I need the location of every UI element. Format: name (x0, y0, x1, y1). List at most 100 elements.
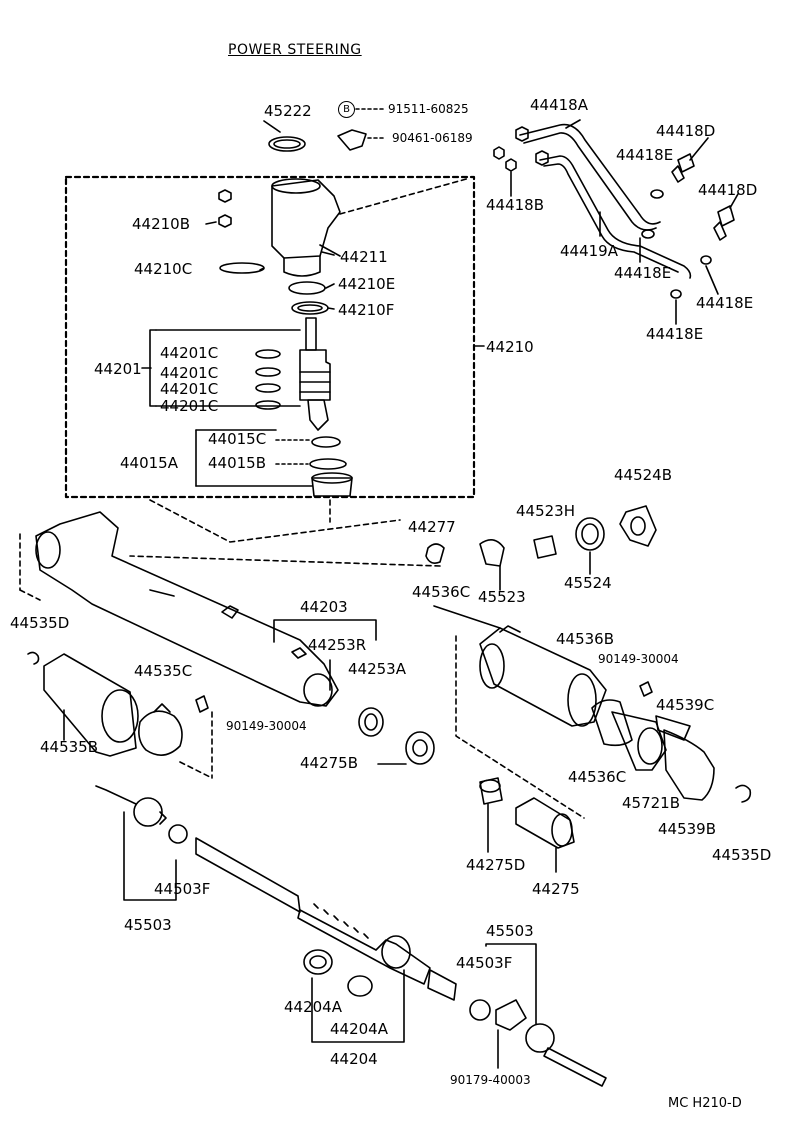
label-45503-left: 45503 (124, 916, 172, 934)
seal-ring-44201c-4 (255, 400, 281, 410)
bolt-marker: B (338, 101, 355, 118)
nut-44210b-1 (218, 189, 232, 203)
ring-44015b (309, 458, 347, 470)
seal-44204a-1 (303, 949, 333, 975)
label-90461-06189: 90461-06189 (392, 131, 473, 145)
cap-45524 (575, 517, 605, 551)
clip-90461 (337, 129, 367, 151)
label-44535b: 44535B (40, 738, 99, 756)
label-44536c-1: 44536C (412, 583, 471, 601)
valve-housing-44211 (271, 179, 341, 259)
label-44535d-1: 44535D (10, 614, 70, 632)
clamp-44535c (138, 710, 183, 756)
label-44275d: 44275D (466, 856, 526, 874)
nut-44418b-2 (505, 158, 517, 172)
label-45222: 45222 (264, 102, 312, 120)
label-44536b: 44536B (556, 630, 615, 648)
label-44210e: 44210E (338, 275, 396, 293)
label-45524: 45524 (564, 574, 612, 592)
nut-90179 (495, 999, 527, 1031)
boot-44535b (43, 653, 137, 757)
tie-rod-end-right (543, 1047, 607, 1087)
nut-44418b-1 (493, 146, 505, 160)
seal-44204a-2 (347, 975, 373, 997)
label-45503-right: 45503 (486, 922, 534, 940)
label-44201c-1: 44201C (160, 344, 219, 362)
boot-44275 (515, 797, 575, 849)
tube-44419a (539, 155, 692, 279)
label-44203: 44203 (300, 598, 348, 616)
bolt-90149-right (639, 681, 653, 697)
label-44418a: 44418A (530, 96, 588, 114)
gasket-44418e-3 (700, 255, 712, 265)
boot-44539b (663, 729, 715, 801)
cover-44524b (619, 505, 657, 547)
label-44204a-2: 44204A (330, 1020, 388, 1038)
label-44503f-right: 44503F (456, 954, 513, 972)
ring-45721b (637, 727, 663, 765)
label-44204a-1: 44204A (284, 998, 342, 1016)
label-90149-30004-left: 90149-30004 (226, 719, 307, 733)
label-44418b: 44418B (486, 196, 545, 214)
label-44418d-2: 44418D (698, 181, 758, 199)
seal-ring-44201c-2 (255, 367, 281, 377)
boot-clamp-44536c (591, 699, 633, 747)
gasket-44418e-4 (670, 289, 682, 299)
label-91511-60825: 91511-60825 (388, 102, 469, 116)
seal-45222 (268, 136, 306, 152)
label-90179-40003: 90179-40003 (450, 1073, 531, 1087)
clip-44535d-left (27, 651, 40, 665)
bolt-90149-left (195, 695, 209, 713)
guide-45523 (479, 539, 505, 567)
label-45721b: 45721B (622, 794, 681, 812)
spool-shaft (305, 317, 317, 351)
label-44418e-3: 44418E (696, 294, 754, 312)
label-44015c: 44015C (208, 430, 267, 448)
gasket-44418e-1 (650, 189, 664, 199)
spring-44523h (533, 535, 557, 559)
label-44210f: 44210F (338, 301, 395, 319)
label-44418e-1: 44418E (616, 146, 674, 164)
label-44275: 44275 (532, 880, 580, 898)
pinion-gear (307, 399, 329, 431)
label-44201c-4: 44201C (160, 397, 219, 415)
label-44539c: 44539C (656, 696, 715, 714)
label-44419a: 44419A (560, 242, 618, 260)
label-44201: 44201 (94, 360, 142, 378)
label-44524b: 44524B (614, 466, 673, 484)
bushing-44253a (358, 707, 384, 737)
union-bolt-44418d-1 (671, 153, 695, 183)
rack-housing-44203 (35, 511, 339, 707)
label-44523h: 44523H (516, 502, 575, 520)
ring-44015c (311, 436, 341, 448)
label-44015a: 44015A (120, 454, 178, 472)
label-44204: 44204 (330, 1050, 378, 1068)
label-44253r: 44253R (308, 636, 367, 654)
label-44211: 44211 (340, 248, 388, 266)
clip-44277 (425, 543, 445, 564)
tube-44536b (479, 627, 607, 727)
label-44201c-3: 44201C (160, 380, 219, 398)
label-44210b: 44210B (132, 215, 191, 233)
label-44253a: 44253A (348, 660, 406, 678)
label-44210: 44210 (486, 338, 534, 356)
label-44418e-2: 44418E (614, 264, 672, 282)
boot-44536c-2 (611, 711, 667, 771)
label-44539b: 44539B (658, 820, 717, 838)
valve-assembly-box (64, 175, 476, 499)
label-44503f-left: 44503F (154, 880, 211, 898)
seal-ring-44201c-1 (255, 349, 281, 359)
diagram-code: MC H210-D (668, 1096, 742, 1111)
oring-44210c (219, 262, 265, 274)
seal-44275b (405, 731, 435, 765)
label-44201c-2: 44201C (160, 364, 219, 382)
clamp-44539c (655, 715, 691, 741)
label-44535c: 44535C (134, 662, 193, 680)
label-90149-30004-right: 90149-30004 (598, 652, 679, 666)
clip-44535d-right (735, 784, 752, 803)
union-bolt-44418d-2 (713, 205, 735, 241)
label-44418e-4: 44418E (646, 325, 704, 343)
label-44275b: 44275B (300, 754, 359, 772)
